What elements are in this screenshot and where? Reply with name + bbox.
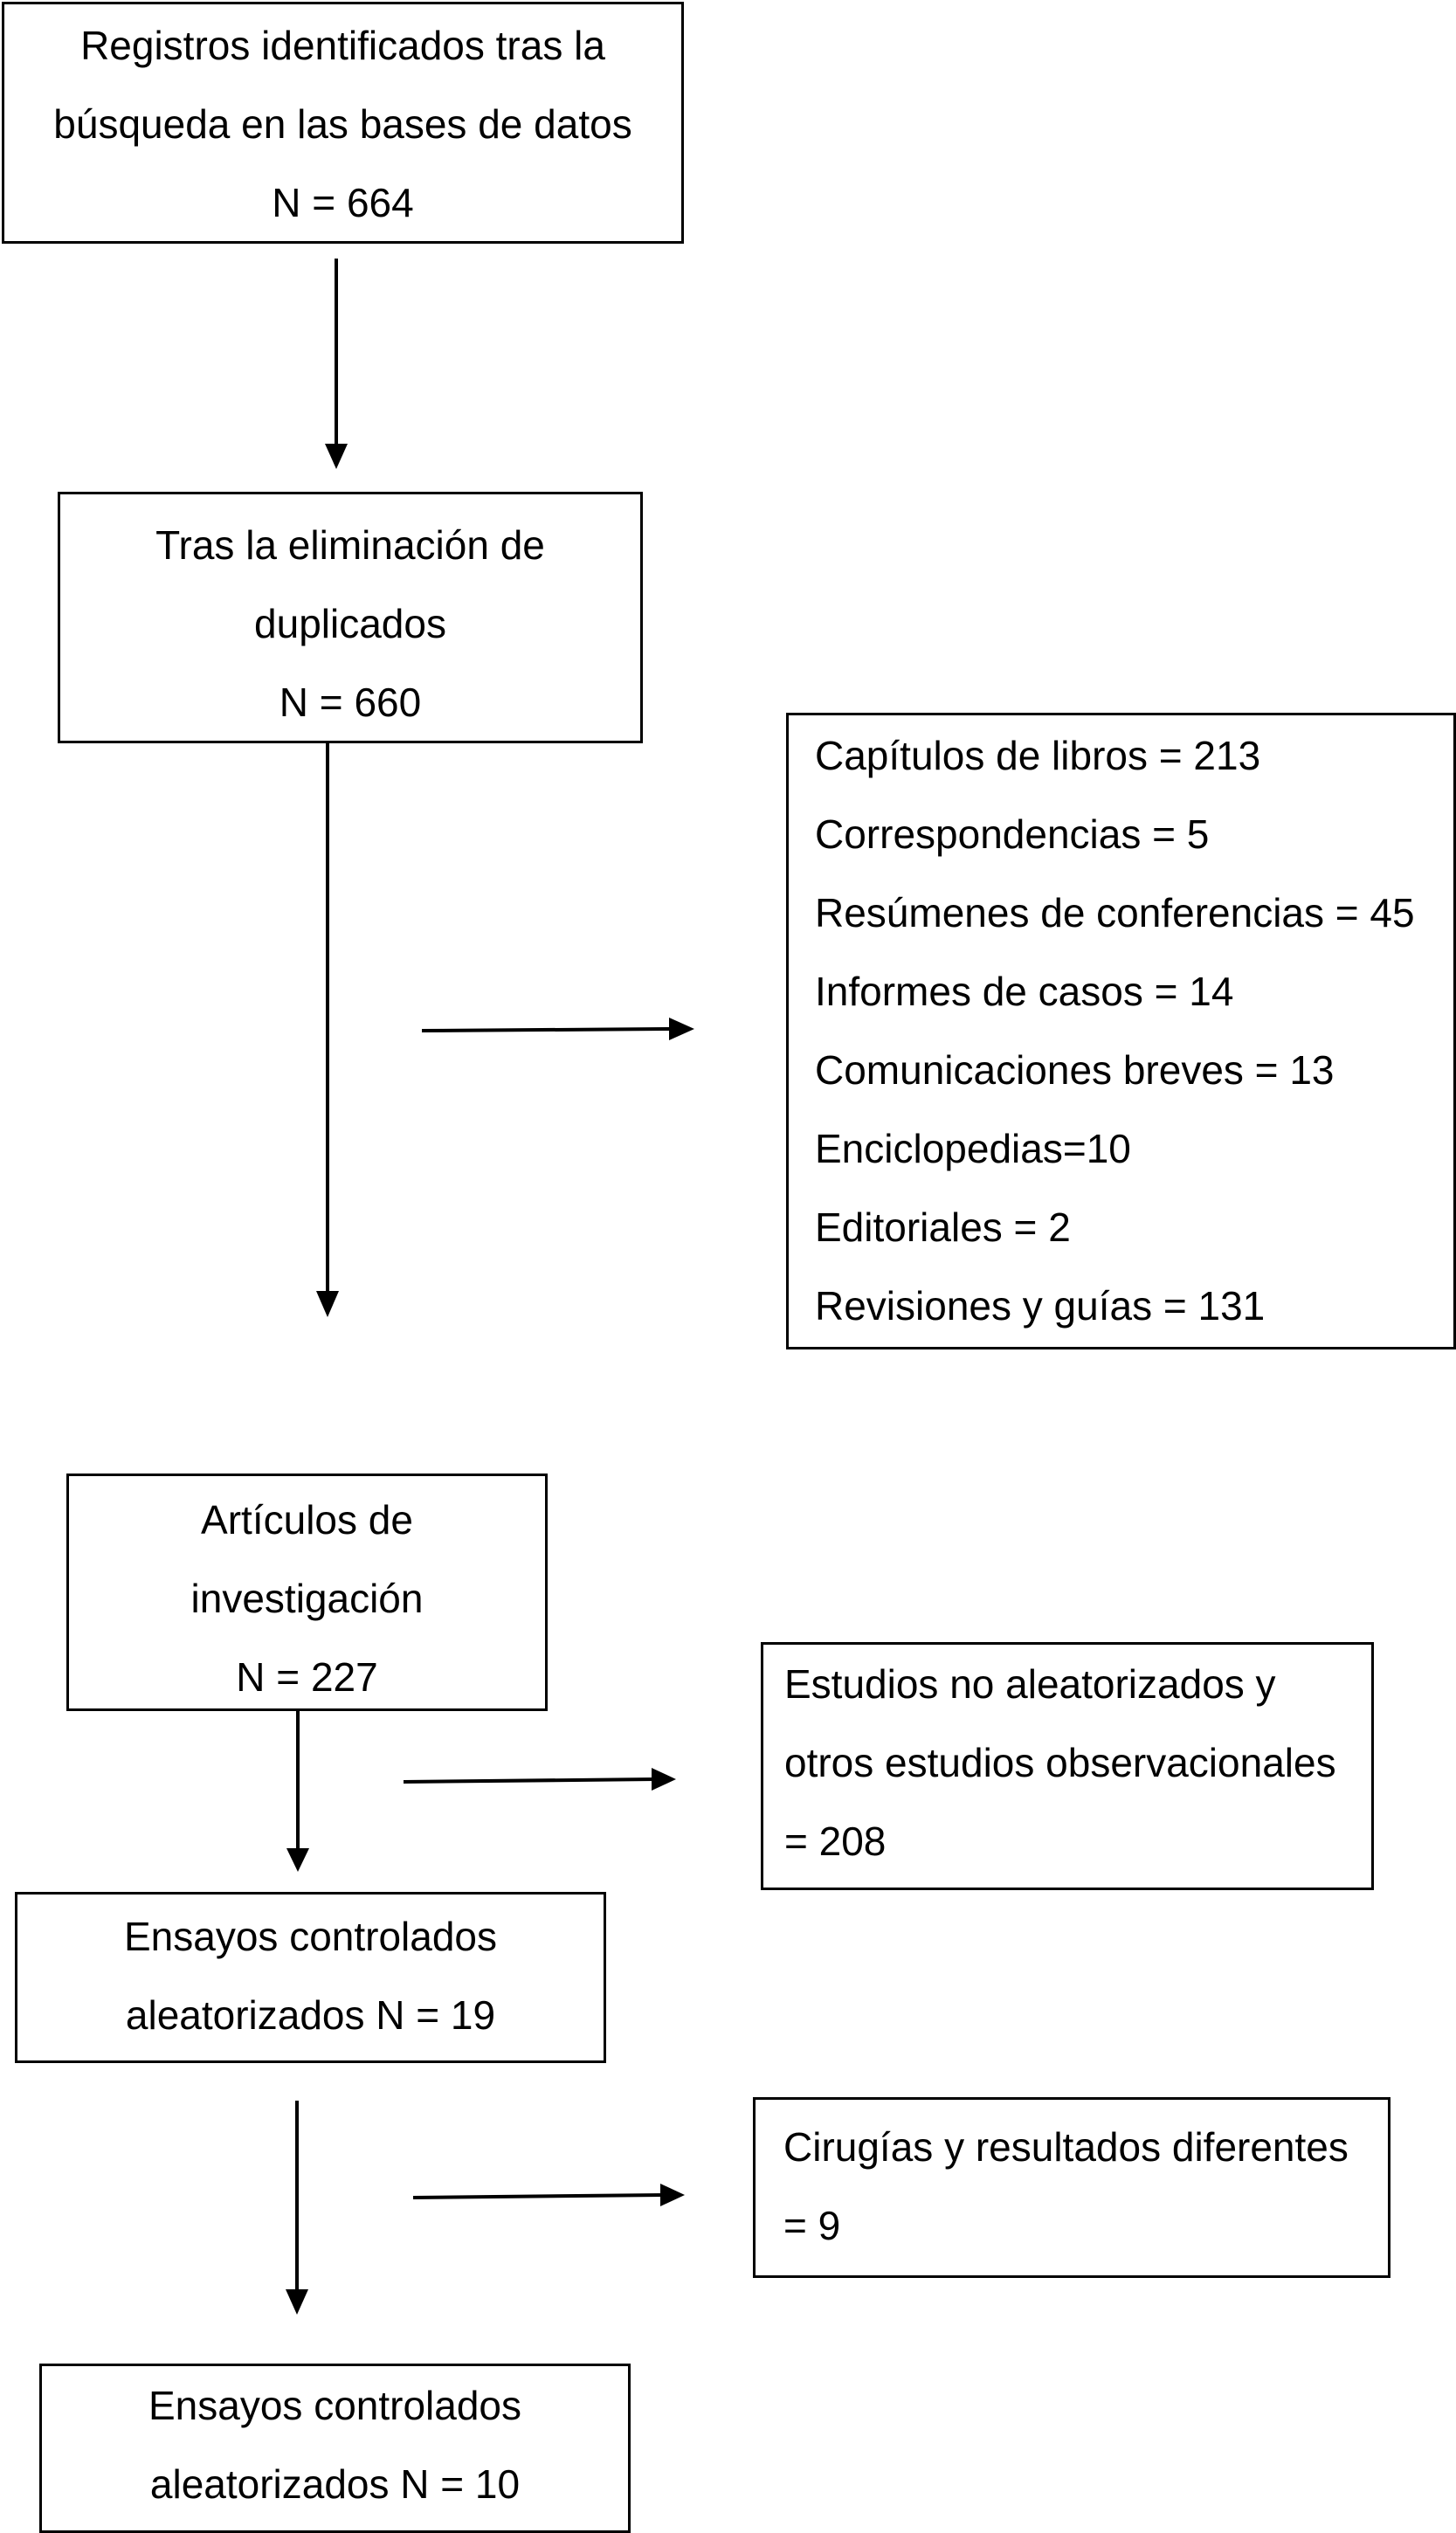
different-surgeries-count: = 9 [783,2203,841,2248]
arrow-records-to-dedup [325,259,348,469]
rct-19-box: Ensayos controlados aleatorizados N = 19 [15,1892,606,2063]
rct-10-line-1: Ensayos controlados [148,2383,522,2428]
arrow-rct19-to-rct10 [286,2101,308,2315]
records-identified-box: Registros identificados tras la búsqueda… [2,2,684,244]
rct-19-line-1: Ensayos controlados [123,1914,498,1959]
different-surgeries-box: Cirugías y resultados diferentes = 9 [753,2097,1390,2278]
excluded-brief-communications: Comunicaciones breves = 13 [815,1047,1335,1093]
excluded-encyclopedias: Enciclopedias=10 [815,1126,1131,1171]
after-duplicates-line-1: Tras la eliminación de [155,522,545,568]
excluded-editorials: Editoriales = 2 [815,1204,1071,1250]
excluded-conference-abstracts: Resúmenes de conferencias = 45 [815,890,1415,935]
excluded-case-reports: Informes de casos = 14 [815,969,1234,1014]
research-articles-line-2: investigación [190,1576,424,1621]
records-identified-line-2: búsqueda en las bases de datos [53,101,632,147]
arrow-dedup-to-research [316,743,339,1317]
after-duplicates-box: Tras la eliminación de duplicados N = 66… [58,492,643,743]
records-identified-line-1: Registros identificados tras la [80,23,605,68]
excluded-types-box: Capítulos de libros = 213 Correspondenci… [786,713,1456,1349]
excluded-book-chapters: Capítulos de libros = 213 [815,733,1261,778]
arrow-research-to-rct19 [286,1711,309,1872]
excluded-reviews-guidelines: Revisiones y guías = 131 [815,1283,1266,1329]
arrow-exclusion-types [421,1018,694,1040]
research-articles-line-1: Artículos de [201,1497,413,1543]
rct-10-line-2: aleatorizados N = 10 [149,2461,521,2507]
records-identified-count: N = 664 [272,180,414,225]
rct-10-box: Ensayos controlados aleatorizados N = 10 [39,2364,631,2533]
after-duplicates-count: N = 660 [279,680,422,725]
non-randomized-count: = 208 [784,1819,887,1864]
excluded-correspondence: Correspondencias = 5 [815,811,1210,857]
non-randomized-line-1: Estudios no aleatorizados y [784,1661,1276,1707]
research-articles-box: Artículos de investigación N = 227 [66,1474,548,1711]
arrow-exclusion-surgeries [412,2184,685,2206]
rct-19-line-2: aleatorizados N = 19 [125,1992,496,2038]
after-duplicates-line-2: duplicados [254,601,446,646]
research-articles-count: N = 227 [236,1654,378,1700]
non-randomized-studies-box: Estudios no aleatorizados y otros estudi… [761,1642,1374,1890]
different-surgeries-line-1: Cirugías y resultados diferentes [783,2124,1349,2170]
non-randomized-line-2: otros estudios observacionales [784,1740,1336,1785]
arrow-exclusion-nonrandom [403,1768,676,1791]
